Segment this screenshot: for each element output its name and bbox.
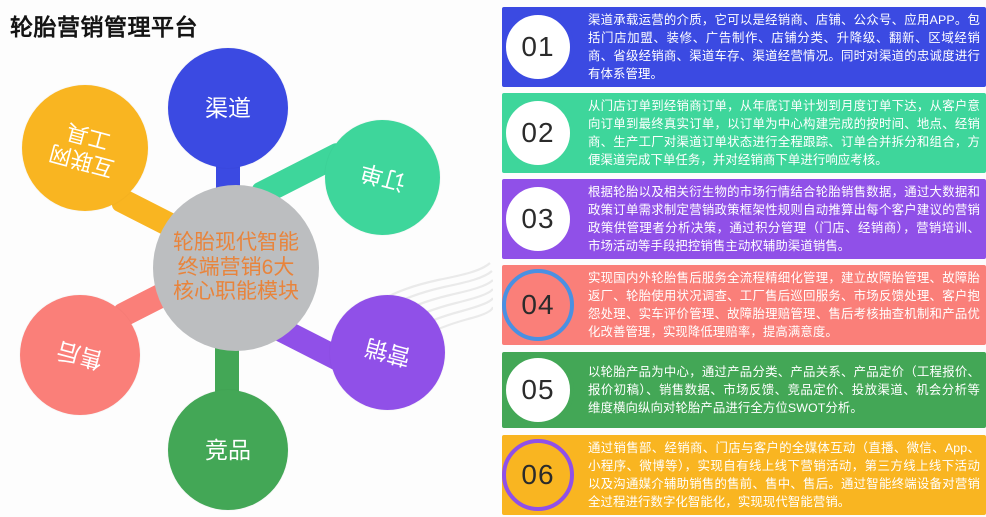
module-item-04[interactable]: 04 实现国内外轮胎售后服务全流程精细化管理，建立故障胎管理、故障胎返厂、轮胎使… <box>502 265 986 345</box>
node-internet-tools[interactable]: 互联网工具 <box>22 85 148 211</box>
node-aftersales-label: 售后 <box>54 336 106 374</box>
module-item-06[interactable]: 06 通过销售部、经销商、门店与客户的全媒体互动（直播、微信、App、小程序、微… <box>502 435 986 515</box>
node-marketing-label: 营销 <box>361 334 414 372</box>
node-channel-label: 渠道 <box>205 94 251 121</box>
node-marketing[interactable]: 营销 <box>330 295 445 410</box>
module-number-badge-02: 02 <box>502 97 574 169</box>
module-description-04: 实现国内外轮胎售后服务全流程精细化管理，建立故障胎管理、故障胎返厂、轮胎使用状况… <box>588 270 980 340</box>
module-number-03: 03 <box>521 203 555 234</box>
module-description-06: 通过销售部、经销商、门店与客户的全媒体互动（直播、微信、App、小程序、微博等）… <box>588 440 980 510</box>
module-description-05: 以轮胎产品为中心，通过产品分类、产品关系、产品定价（工程报价、报价初稿）、销售数… <box>588 364 980 416</box>
module-number-badge-03: 03 <box>502 183 574 255</box>
node-aftersales[interactable]: 售后 <box>20 295 140 415</box>
module-description-01: 渠道承载运营的介质，它可以是经销商、店铺、公众号、应用APP。包括门店加盟、装修… <box>588 12 980 82</box>
node-order-label: 订单 <box>356 159 409 197</box>
module-number-02: 02 <box>521 117 555 148</box>
node-order[interactable]: 订单 <box>325 120 440 235</box>
module-item-03[interactable]: 03 根据轮胎以及相关衍生物的市场行情结合轮胎销售数据，通过大数据和政策订单需求… <box>502 179 986 259</box>
module-number-badge-06: 06 <box>502 439 574 511</box>
module-number-badge-01: 01 <box>502 11 574 83</box>
module-number-06: 06 <box>521 459 555 490</box>
module-description-03: 根据轮胎以及相关衍生物的市场行情结合轮胎销售数据，通过大数据和政策订单需求制定营… <box>588 184 980 254</box>
hub-and-spoke-diagram: 轮胎现代智能终端营销6大核心职能模块 渠道 订单 营销 竞品 售后 互联网工具 <box>0 40 493 517</box>
module-description-02: 从门店订单到经销商订单，从年底订单计划到月度订单下达，从客户意向订单到最终真实订… <box>588 98 980 168</box>
module-number-04: 04 <box>521 289 555 320</box>
module-number-01: 01 <box>521 31 555 62</box>
node-competitor-label: 竞品 <box>205 436 251 463</box>
page-title: 轮胎营销管理平台 <box>10 14 198 40</box>
module-item-05[interactable]: 05 以轮胎产品为中心，通过产品分类、产品关系、产品定价（工程报价、报价初稿）、… <box>502 352 986 428</box>
module-number-badge-05: 05 <box>502 354 574 426</box>
center-hub-node: 轮胎现代智能终端营销6大核心职能模块 <box>153 185 319 351</box>
module-number-badge-04: 04 <box>502 269 574 341</box>
module-item-02[interactable]: 02 从门店订单到经销商订单，从年底订单计划到月度订单下达，从客户意向订单到最终… <box>502 93 986 173</box>
module-list-panel: 01 渠道承载运营的介质，它可以是经销商、店铺、公众号、应用APP。包括门店加盟… <box>484 0 986 517</box>
module-number-05: 05 <box>521 374 555 405</box>
node-internet-tools-label: 互联网工具 <box>46 118 117 181</box>
node-channel[interactable]: 渠道 <box>168 48 288 168</box>
center-hub-label: 轮胎现代智能终端营销6大核心职能模块 <box>173 230 299 304</box>
module-item-01[interactable]: 01 渠道承载运营的介质，它可以是经销商、店铺、公众号、应用APP。包括门店加盟… <box>502 7 986 87</box>
node-competitor[interactable]: 竞品 <box>168 390 288 510</box>
